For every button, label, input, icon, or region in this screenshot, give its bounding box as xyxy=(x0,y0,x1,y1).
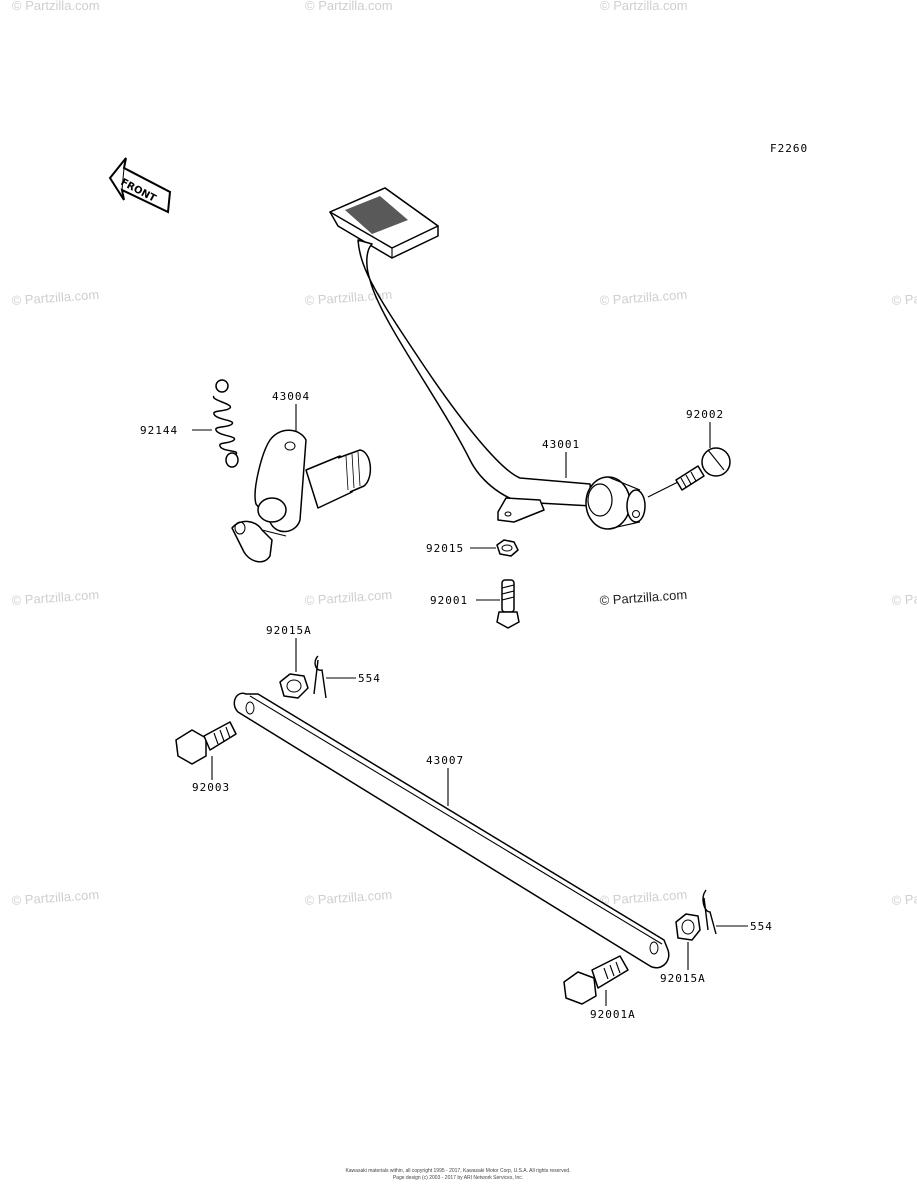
nut-92015A-top xyxy=(279,673,309,699)
watermark: © Partzilla.com xyxy=(304,287,392,308)
part-label-92015: 92015 xyxy=(426,542,464,555)
nut-92015 xyxy=(496,539,519,557)
part-label-92001: 92001 xyxy=(430,594,468,607)
watermark: © Partzilla.com xyxy=(599,287,687,308)
cotter-pin-554-top xyxy=(313,655,327,699)
part-label-92002: 92002 xyxy=(686,408,724,421)
part-label-92015A-top: 92015A xyxy=(266,624,312,637)
watermark: © Partzilla.com xyxy=(599,887,687,908)
copyright-line-1: Kawasaki materials within, all copyright… xyxy=(345,1168,570,1174)
bolt-92001A xyxy=(563,955,629,1005)
part-label-92001A: 92001A xyxy=(590,1008,636,1021)
brake-pedal xyxy=(329,187,646,530)
nut-92015A-bottom xyxy=(675,913,701,941)
part-label-92003: 92003 xyxy=(192,781,230,794)
part-label-554-top: 554 xyxy=(358,672,381,685)
watermark: © Partzilla.com xyxy=(11,587,99,608)
part-label-43007: 43007 xyxy=(426,754,464,767)
bolt-92001 xyxy=(496,579,520,629)
figure-code: F2260 xyxy=(770,142,808,155)
watermark: © Partzilla.com xyxy=(600,0,688,13)
rod-43007 xyxy=(233,692,670,969)
part-label-554-bottom: 554 xyxy=(750,920,773,933)
copyright-line-2: Page design (c) 2003 - 2017 by ARI Netwo… xyxy=(393,1175,523,1181)
watermark: © Partzilla.com xyxy=(891,587,917,608)
part-label-43001: 43001 xyxy=(542,438,580,451)
watermark: © Partzilla.com xyxy=(11,287,99,308)
watermarks: © Partzilla.com © Partzilla.com © Partzi… xyxy=(11,0,917,908)
watermark: © Partzilla.com xyxy=(599,587,687,608)
cotter-pin-554-bottom xyxy=(702,889,717,935)
bolt-92003 xyxy=(175,721,237,765)
front-arrow-icon: FRONT xyxy=(108,157,172,214)
bolt-92002 xyxy=(647,447,731,498)
watermark: © Partzilla.com xyxy=(304,587,392,608)
lever-43004 xyxy=(231,429,372,563)
watermark: © Partzilla.com xyxy=(12,0,100,13)
part-label-92015A-bottom: 92015A xyxy=(660,972,706,985)
watermark: © Partzilla.com xyxy=(891,887,917,908)
part-label-92144: 92144 xyxy=(140,424,178,437)
watermark: © Partzilla.com xyxy=(305,0,393,13)
part-label-43004: 43004 xyxy=(272,390,310,403)
watermark: © Partzilla.com xyxy=(304,887,392,908)
spring-92144 xyxy=(212,379,239,468)
watermark: © Partzilla.com xyxy=(11,887,99,908)
watermark: © Partzilla.com xyxy=(891,287,917,308)
